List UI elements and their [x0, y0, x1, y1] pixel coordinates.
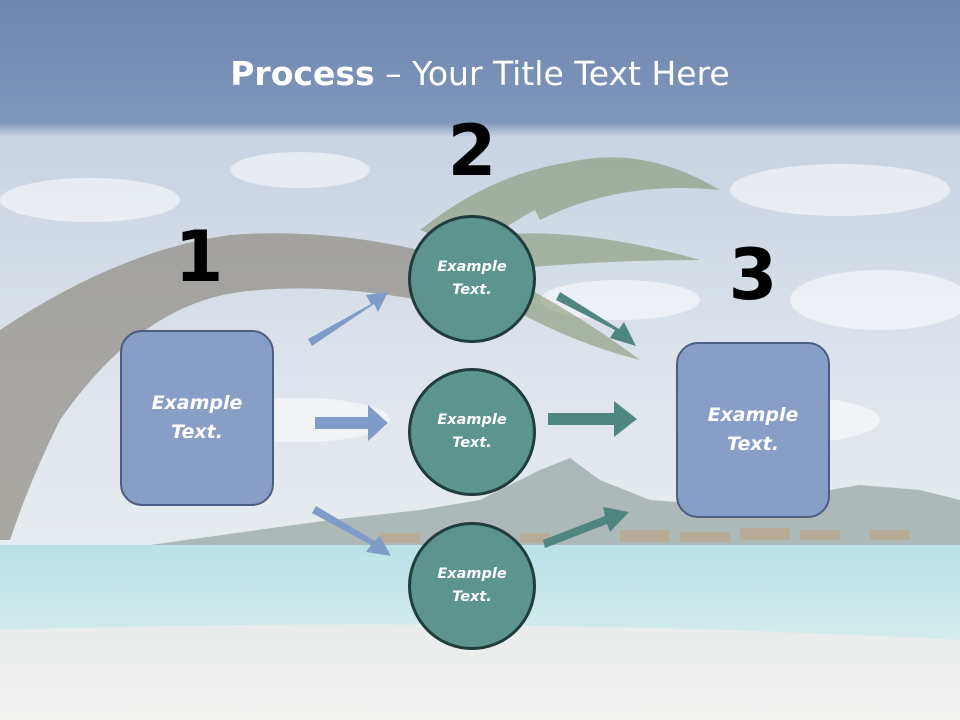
step-number-1: 1 — [174, 216, 224, 298]
left-box: Example Text. — [120, 330, 274, 506]
arrow-left-to-top — [308, 292, 388, 346]
arrow-left-to-middle — [315, 405, 388, 441]
title-rest: – Your Title Text Here — [374, 54, 730, 93]
left-box-text: Example Text. — [151, 392, 243, 443]
step-number-3: 3 — [728, 234, 778, 316]
right-box-text: Example Text. — [707, 404, 799, 455]
right-box: Example Text. — [676, 342, 830, 518]
arrow-bottom-to-right — [543, 507, 629, 548]
circle-bottom-text: Example Text. — [437, 566, 507, 605]
step-number-2: 2 — [447, 110, 497, 192]
arrow-middle-to-right — [548, 401, 637, 437]
arrow-left-to-bottom — [312, 506, 391, 556]
circle-top-text: Example Text. — [437, 259, 507, 298]
circle-middle-text: Example Text. — [437, 412, 507, 451]
slide-title: Process – Your Title Text Here — [0, 52, 960, 96]
circle-bottom: Example Text. — [408, 522, 536, 650]
arrow-top-to-right — [556, 292, 636, 346]
circle-middle: Example Text. — [408, 368, 536, 496]
circle-top: Example Text. — [408, 215, 536, 343]
title-bold: Process — [230, 54, 375, 93]
